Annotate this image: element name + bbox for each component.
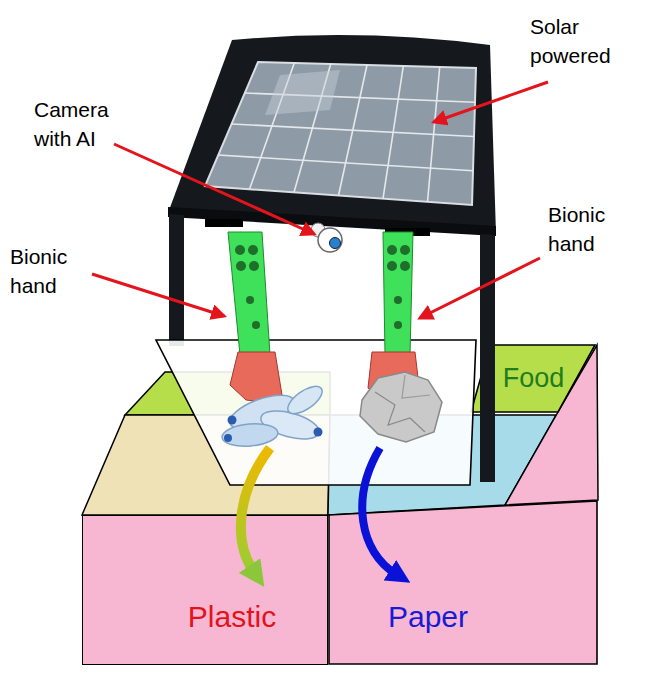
bionic-hand <box>230 352 282 402</box>
label-anchor: Solar powered <box>530 12 640 71</box>
crumpled-paper <box>360 372 442 442</box>
solar-panel <box>205 62 476 205</box>
sorting-plate <box>156 340 476 485</box>
face-outline <box>328 500 598 665</box>
bin-face: Paper <box>328 500 598 665</box>
arm-servos <box>387 245 410 329</box>
camera-body <box>318 228 342 252</box>
panel-grid <box>218 63 475 202</box>
callout-label: Solar powered <box>530 12 640 71</box>
sort-arrow <box>362 448 396 574</box>
bionic-arm <box>383 232 413 355</box>
label-anchor: Camera with AI <box>34 95 124 154</box>
bin-label: Plastic <box>188 599 276 635</box>
sort-arrow <box>241 448 270 572</box>
roof-frame <box>168 35 496 234</box>
callout-label: Bionic hand <box>548 200 628 259</box>
panel-glare <box>265 70 340 115</box>
bin-face: Plastic <box>82 515 328 665</box>
camera-lens <box>330 238 341 249</box>
roof-bracket <box>205 219 243 227</box>
callout-label: Bionic hand <box>10 242 90 301</box>
leader-arrows <box>92 82 548 318</box>
front-left-post <box>169 214 184 346</box>
bionic-arm <box>228 232 270 355</box>
bin-label: Paper <box>388 599 468 635</box>
arm-servos <box>235 245 260 329</box>
plastic-bottles <box>221 381 326 448</box>
label-anchor: Bionic hand <box>548 200 628 259</box>
label-anchor: Bionic hand <box>10 242 90 301</box>
bin-label: Food <box>503 362 565 394</box>
front-right-post <box>480 234 495 482</box>
callout-label: Camera with AI <box>34 95 124 154</box>
face-shape <box>329 501 597 664</box>
